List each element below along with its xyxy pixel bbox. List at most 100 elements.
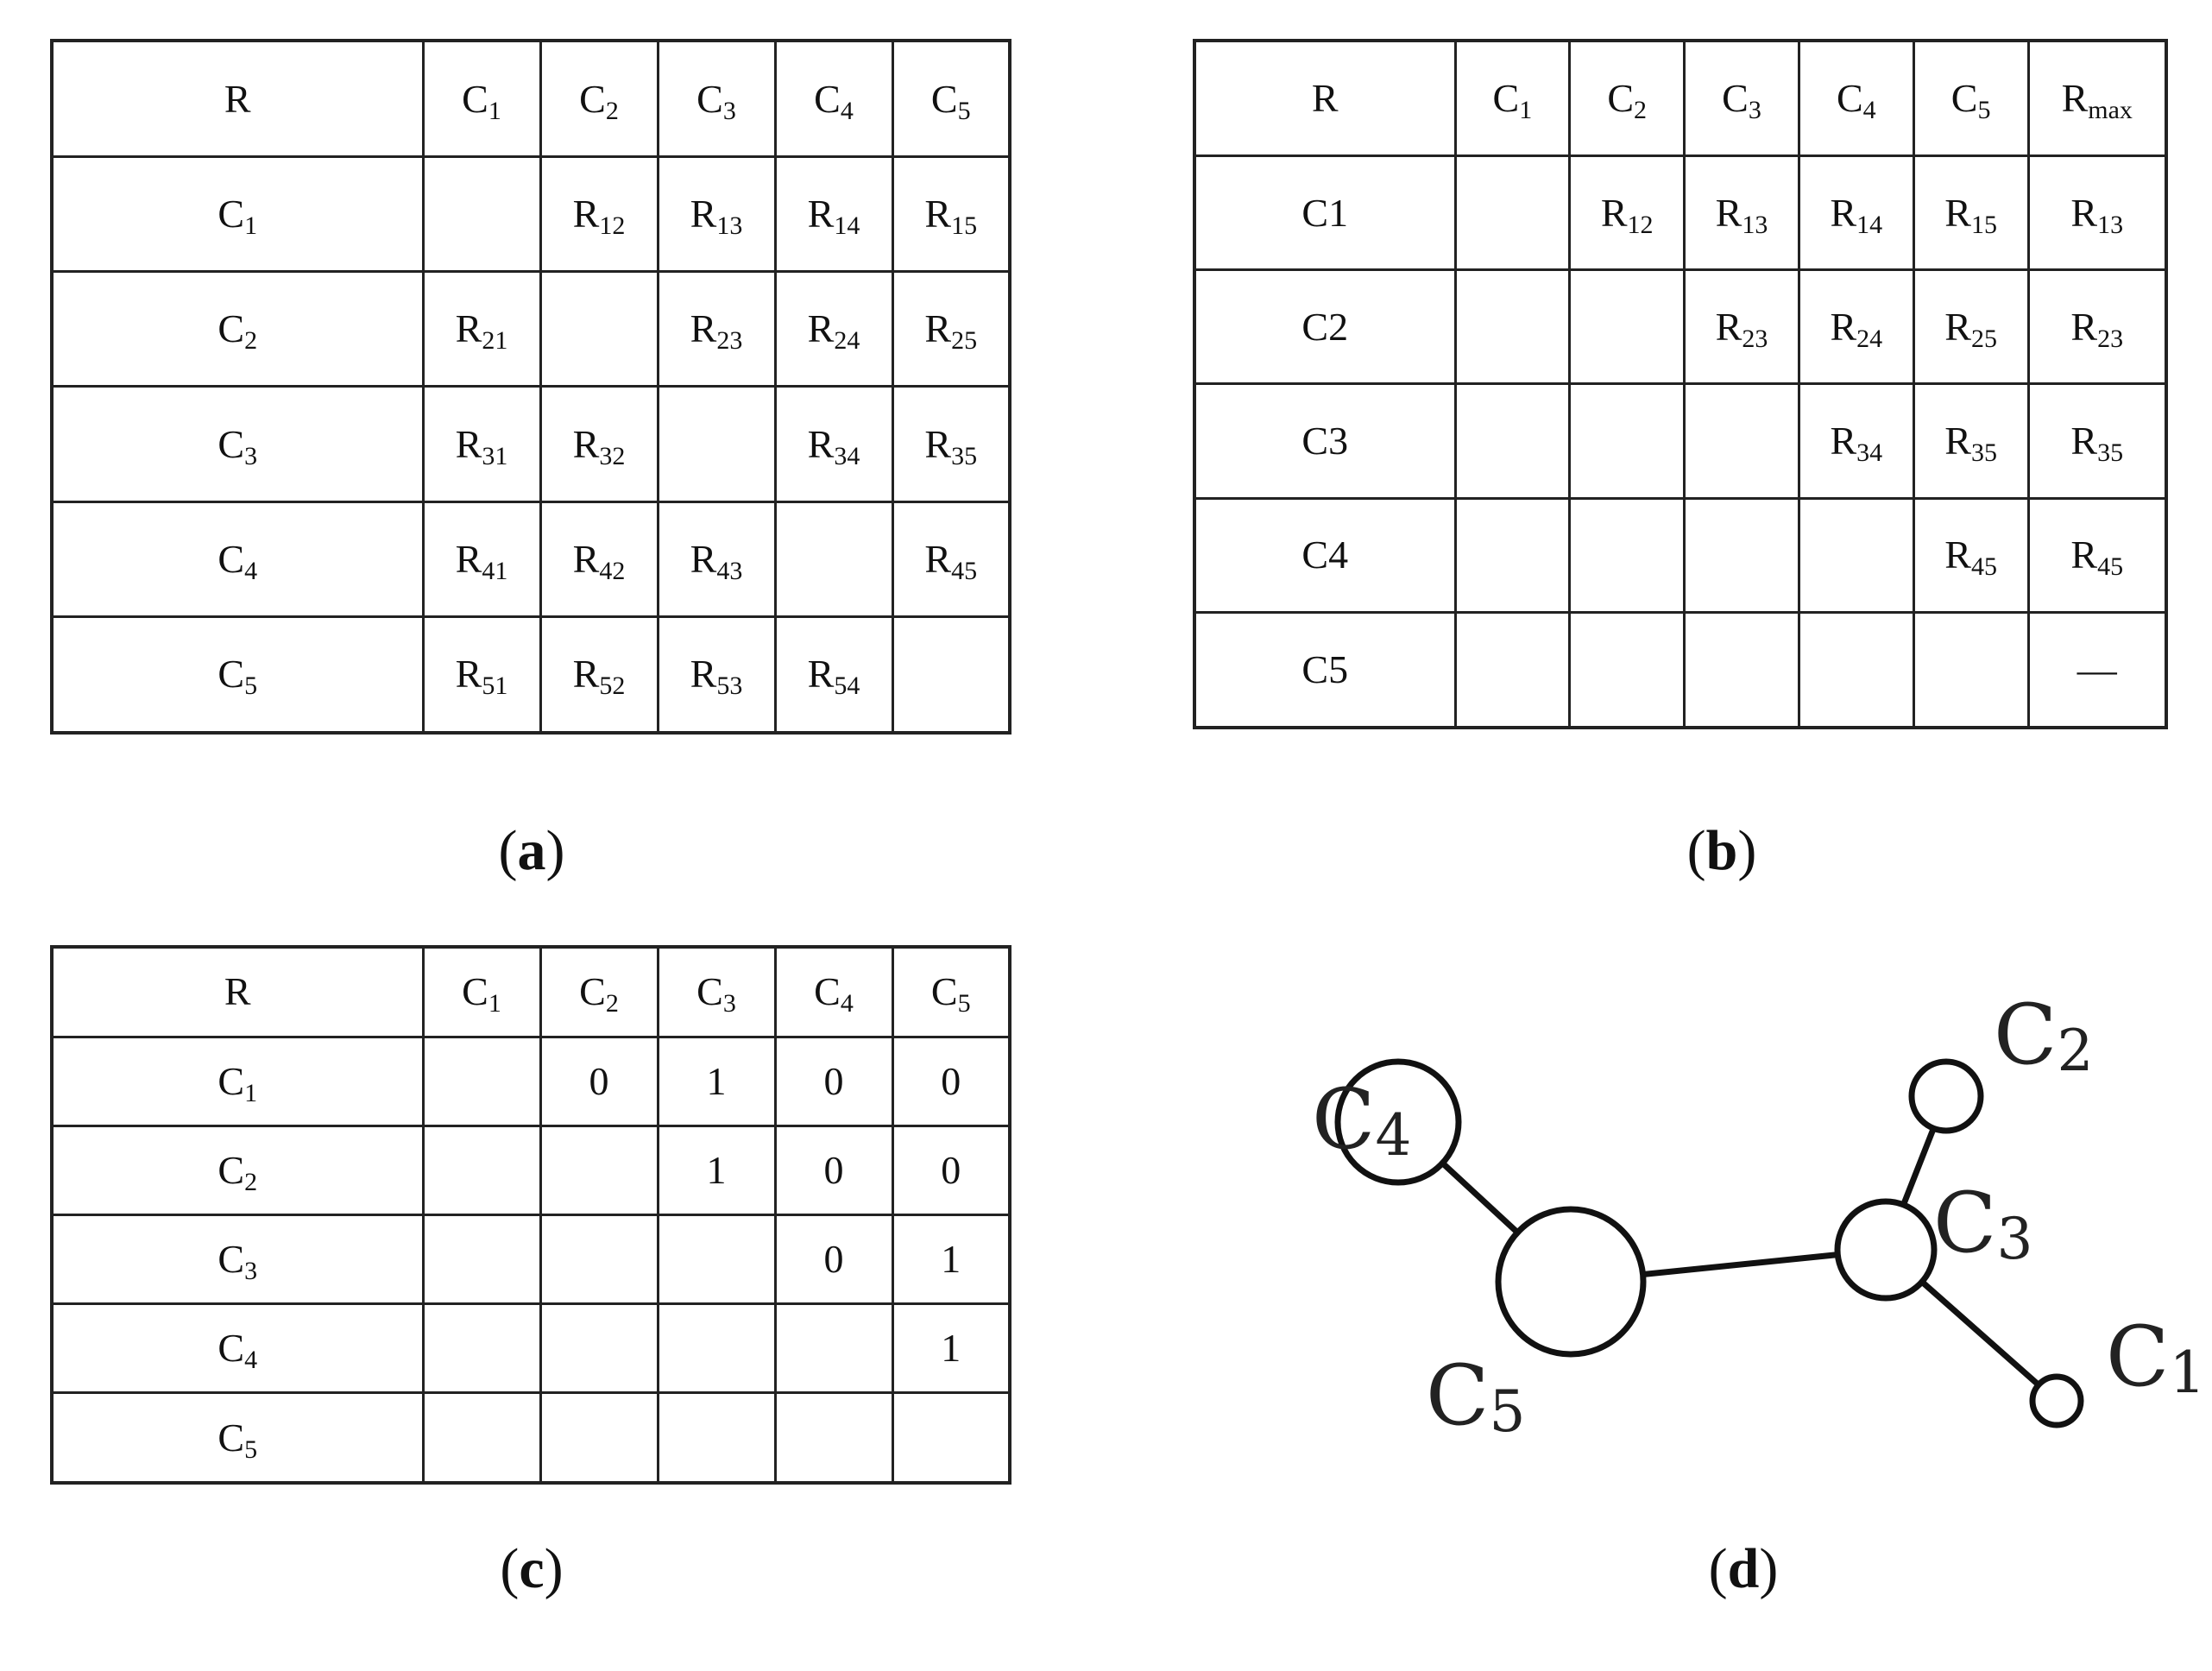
table-cell (421, 1213, 542, 1306)
cell-subscript: 23 (2097, 324, 2124, 353)
row-header-cell: C2 (1193, 268, 1457, 386)
cell-text: C (930, 969, 958, 1014)
table-cell: — (2026, 610, 2168, 729)
cell-text: C (217, 1058, 245, 1103)
cell-text: C (1607, 76, 1635, 121)
cell-subscript: 13 (2097, 210, 2124, 239)
table-cell: 1 (656, 1035, 777, 1127)
table-cell (656, 1302, 777, 1395)
cell-subscript: 45 (951, 556, 978, 585)
cell-text: C (217, 306, 245, 351)
column-header-cell: C2 (1568, 39, 1686, 158)
table-cell: 1 (656, 1124, 777, 1216)
cell-text: R (1715, 190, 1743, 235)
cell-subscript: 13 (716, 211, 743, 241)
row-header-cell: C4 (50, 500, 425, 618)
cell-text: R (2070, 533, 2098, 577)
row-header-cell: C5 (50, 1391, 425, 1485)
row-header-cell: C1 (50, 155, 425, 274)
table-cell (1797, 496, 1915, 614)
cell-text: — (2077, 646, 2117, 691)
table-cell: R34 (773, 385, 894, 503)
cell-text: C (579, 969, 606, 1014)
cell-text: C (217, 192, 245, 236)
panel-label-c: (c) (500, 1537, 564, 1600)
cell-text: R (924, 306, 952, 351)
column-header-cell: C3 (656, 39, 777, 159)
graph-node-label-c1: C1 (2106, 1308, 2205, 1406)
cell-subscript: 5 (244, 1435, 258, 1464)
table-cell (773, 1302, 894, 1395)
cell-subscript: 52 (599, 672, 626, 701)
table-cell (1683, 610, 1800, 729)
table-row: C5 (50, 1391, 1011, 1485)
column-header-cell: C1 (421, 945, 542, 1038)
cell-text: C (462, 76, 488, 121)
column-header-cell: C5 (1912, 39, 2030, 158)
cell-text: 0 (823, 1058, 844, 1103)
cell-subscript: 1 (244, 1078, 258, 1107)
panel-label-b: (b) (1686, 819, 1757, 882)
table-cell: R35 (2026, 382, 2168, 500)
table-cell (1683, 496, 1800, 614)
cell-text: R (1600, 190, 1628, 235)
table-cell: R51 (421, 615, 542, 735)
table-cell: 0 (773, 1124, 894, 1216)
cell-text: 0 (823, 1147, 844, 1192)
cell-text: C (217, 536, 245, 581)
cell-text: R (2070, 190, 2098, 235)
table-cell: R42 (539, 500, 659, 618)
cell-text: R (2070, 304, 2098, 349)
cell-text: C (217, 1237, 245, 1282)
cell-text: R (455, 421, 482, 466)
row-header-cell: C2 (50, 1124, 425, 1216)
table-cell (656, 385, 777, 503)
cell-text: R (807, 421, 835, 466)
column-header-cell: C5 (891, 39, 1011, 159)
cell-subscript: 34 (1856, 438, 1883, 468)
cell-subscript: 14 (1856, 210, 1883, 239)
table-cell (1568, 382, 1686, 500)
table-cell (1453, 610, 1572, 729)
row-header-cell: C1 (50, 1035, 425, 1127)
table-cell (1568, 496, 1686, 614)
column-header-cell: C4 (773, 39, 894, 159)
cell-text: 1 (941, 1326, 961, 1371)
cell-text: C (217, 421, 245, 466)
cell-subscript: 2 (605, 96, 619, 125)
table-cell: R45 (2026, 496, 2168, 614)
cell-subscript: 12 (1627, 210, 1654, 239)
cell-text: R (455, 652, 482, 697)
cell-subscript: 1 (488, 989, 501, 1018)
cell-subscript: 1 (488, 96, 501, 125)
table-cell: R54 (773, 615, 894, 735)
cell-text: R (224, 969, 251, 1014)
cell-text: C (462, 969, 488, 1014)
cell-subscript: 53 (716, 672, 743, 701)
table-cell (1453, 382, 1572, 500)
graph-node-label-c5: C5 (1426, 1347, 1525, 1445)
table-cell (891, 615, 1011, 735)
cell-text: C (217, 1326, 245, 1371)
column-header-cell: R (50, 39, 425, 159)
table-cell: 0 (773, 1035, 894, 1127)
panel-label-a: (a) (498, 819, 565, 882)
cell-subscript: 5 (957, 989, 971, 1018)
graph-node-c5 (1495, 1206, 1647, 1358)
cell-text: R (807, 306, 835, 351)
table-cell (539, 1124, 659, 1216)
cell-subscript: 45 (1970, 552, 1997, 582)
cell-text: C2 (1301, 304, 1349, 349)
cell-text: C (814, 969, 841, 1014)
table-cell (773, 500, 894, 618)
cell-subscript: 2 (1634, 96, 1648, 125)
cell-subscript: 34 (834, 441, 860, 470)
table-cell (773, 1391, 894, 1485)
row-header-cell: C1 (1193, 154, 1457, 272)
